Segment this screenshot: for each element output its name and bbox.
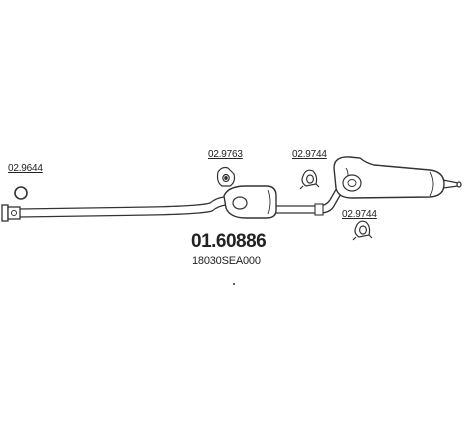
part-ref-mount-b[interactable]: 02.9744 xyxy=(292,149,327,160)
front-pipe xyxy=(19,196,227,218)
front-flange xyxy=(1,204,21,222)
oem-number: 18030SEA000 xyxy=(192,255,261,267)
center-resonator xyxy=(223,185,277,219)
mid-pipe xyxy=(276,185,343,216)
ring-gasket-icon xyxy=(14,186,28,200)
rear-silencer xyxy=(333,156,445,199)
marker-dot xyxy=(233,283,235,285)
rubber-mount-icon xyxy=(216,166,236,187)
part-ref-mount-c[interactable]: 02.9744 xyxy=(342,209,377,220)
mount-ring-icon xyxy=(299,169,320,190)
part-ref-ring[interactable]: 02.9644 xyxy=(8,163,43,174)
tailpipe xyxy=(442,179,462,189)
mount-ring-icon xyxy=(352,220,373,241)
main-part-number[interactable]: 01.60886 xyxy=(191,231,267,252)
part-ref-mount-a[interactable]: 02.9763 xyxy=(208,149,243,160)
